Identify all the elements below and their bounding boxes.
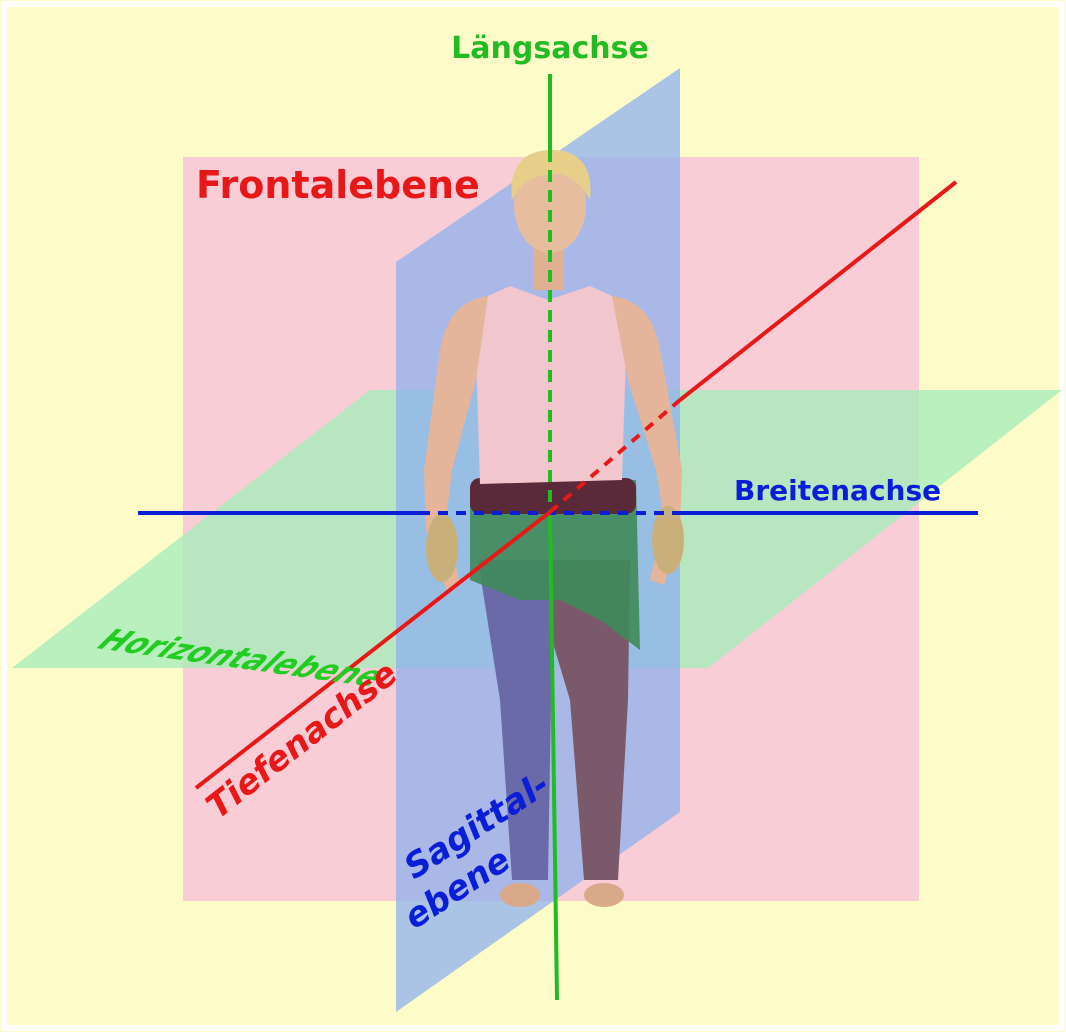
frontal-plane-label: Frontalebene (196, 163, 480, 207)
longitudinal-axis-label: Längsachse (451, 31, 649, 66)
figure-left-hand (426, 514, 458, 582)
figure-left-foot (500, 883, 540, 907)
figure-right-hand (652, 506, 684, 574)
figure-right-foot (584, 883, 624, 907)
transverse-axis-label: Breitenachse (734, 474, 941, 507)
